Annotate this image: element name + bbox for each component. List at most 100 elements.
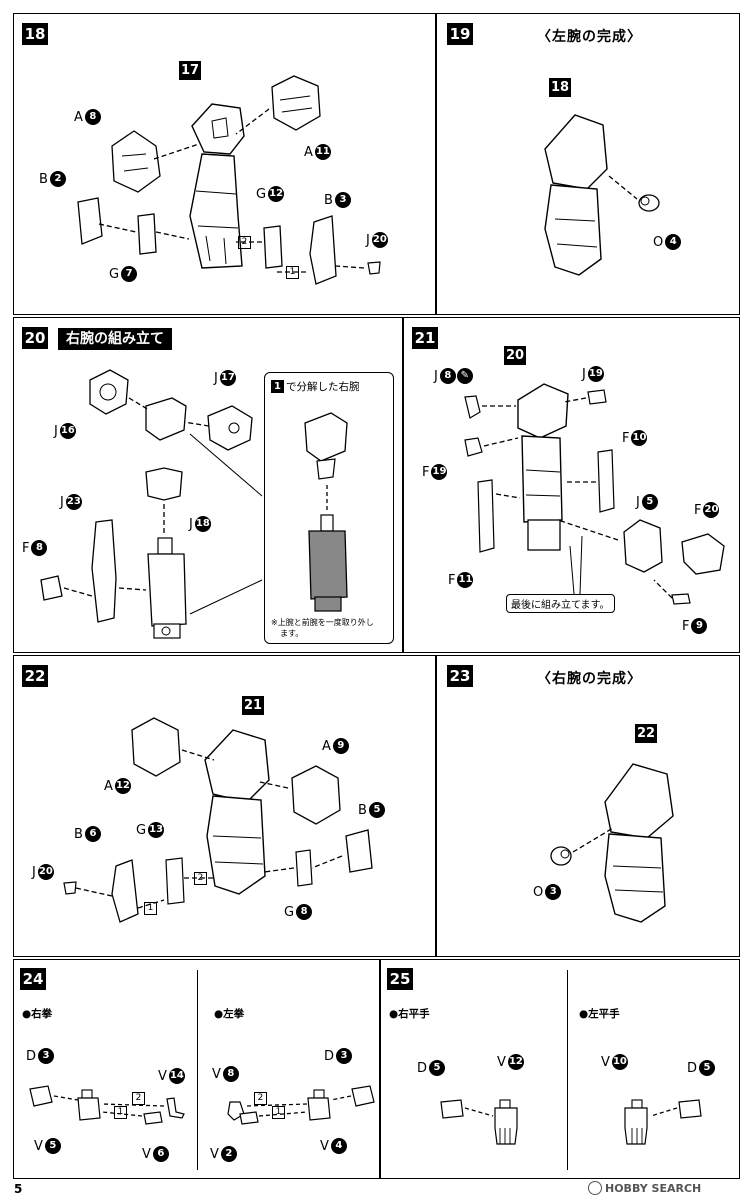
assembly-arrows-left: [650, 1107, 678, 1117]
inset-note: ※上腕と前腕を一度取り外し ます。: [271, 618, 374, 638]
part-j23: [91, 519, 117, 623]
part-d5-right: [440, 1099, 464, 1119]
assembly-arrows: [75, 749, 343, 909]
order-mark: 2: [194, 872, 207, 885]
part-j5: [623, 519, 663, 573]
assembly-arrows: [98, 108, 365, 273]
armor-part-j20: [367, 261, 381, 275]
armor-part-g12: [263, 225, 283, 269]
part-j18: [145, 467, 183, 501]
assembly-arrows: [572, 827, 614, 853]
divider: [567, 970, 568, 1170]
part-f11: [477, 479, 495, 553]
armor-part-b2: [77, 197, 103, 245]
part-d3-right: [29, 1085, 53, 1107]
step-title: 〈右腕の完成〉: [537, 671, 642, 687]
armor-part-a8: [111, 130, 161, 193]
assembly-arrows-right: [464, 1107, 494, 1117]
step-number: 24: [20, 968, 46, 990]
part-j8: [464, 395, 481, 419]
assembly-arrows: [608, 175, 638, 200]
part-j17: [207, 405, 253, 451]
assembly-arrows: [63, 397, 263, 615]
step-number: 21: [412, 327, 438, 349]
part-v14: [166, 1097, 185, 1119]
order-mark: 2: [238, 236, 251, 249]
part-f9: [671, 593, 691, 605]
part-inner-frame: [147, 537, 187, 639]
subtitle-right-fist: ●右拳: [22, 1008, 53, 1020]
hand-frame-right: [77, 1089, 101, 1121]
order-mark: 1: [286, 266, 299, 279]
step-number: 23: [447, 665, 473, 687]
part-f20: [681, 533, 725, 575]
part-f8: [40, 575, 63, 601]
open-hand-right: [494, 1099, 518, 1145]
order-mark: 2: [132, 1092, 145, 1105]
arm-assembly-21: [204, 729, 270, 895]
part-callout-18: 18: [549, 78, 571, 97]
part-b6: [111, 859, 139, 923]
part-callout-22: 22: [635, 724, 657, 743]
callout-last-assembly: 最後に組み立てます。: [506, 594, 615, 613]
order-mark: 2: [254, 1092, 267, 1105]
subtitle-left-fist: ●左拳: [214, 1008, 245, 1020]
page-number: 5: [14, 1182, 23, 1196]
part-g8: [295, 849, 313, 887]
part-callout-17: 17: [179, 61, 201, 80]
step-title: 〈左腕の完成〉: [537, 29, 642, 45]
assembly-arrows: [482, 397, 673, 599]
inset-arrow: [326, 485, 328, 513]
part-d3-left: [351, 1085, 375, 1107]
part-j20: [63, 881, 77, 895]
completed-right-arm: [604, 763, 674, 923]
hand-frame-left: [307, 1089, 331, 1121]
upper-arm-part: [189, 103, 245, 269]
subtitle-right-open-hand: ●右平手: [389, 1008, 430, 1020]
armor-part-b3: [309, 215, 337, 285]
subtitle-left-open-hand: ●左平手: [579, 1008, 620, 1020]
assembly-arrows-right: [53, 1095, 165, 1117]
part-v6: [143, 1111, 163, 1125]
part-b5: [345, 829, 373, 873]
step-number: 25: [387, 968, 413, 990]
inset-inner-frame: [308, 514, 348, 612]
step-number: 20: [22, 327, 48, 349]
order-mark: 1: [114, 1106, 127, 1119]
part-o3: [550, 846, 572, 866]
divider: [197, 970, 198, 1170]
